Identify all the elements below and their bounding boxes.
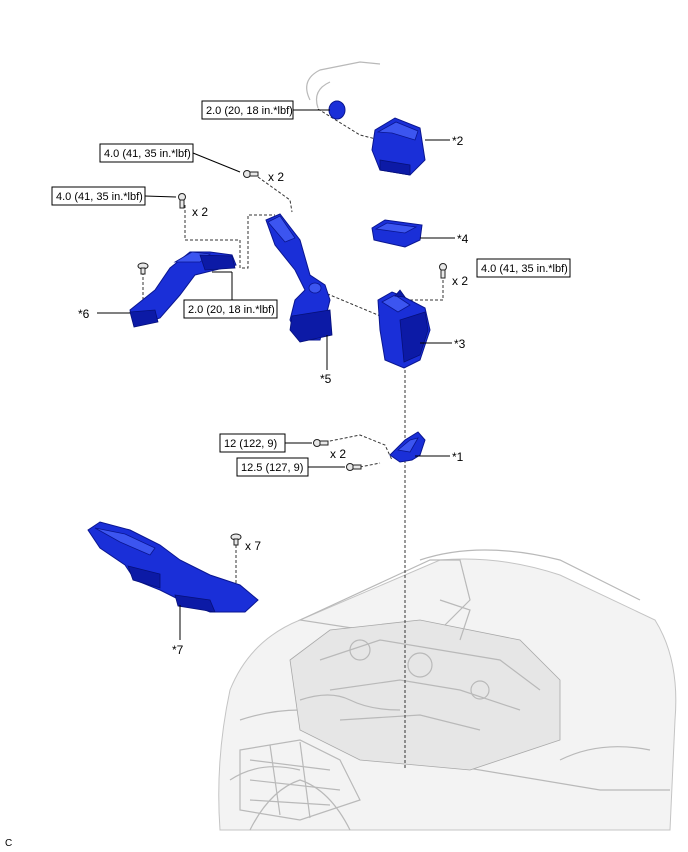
torque-spec-2: 4.0 (41, 35 in.*lbf) — [99, 143, 194, 163]
quantity-label: x 2 — [330, 447, 346, 461]
clip-icon — [137, 262, 149, 275]
filter-element-part-4 — [371, 219, 423, 248]
callout-part-6: *6 — [78, 307, 90, 321]
cover-panel-part-7 — [87, 521, 259, 613]
vehicle-front-ghost — [218, 549, 677, 831]
callout-part-4: *4 — [457, 232, 469, 246]
torque-spec-7: 12.5 (127, 9) — [236, 457, 309, 477]
bracket-part-1 — [389, 431, 426, 463]
callout-part-2: *2 — [452, 134, 464, 148]
bolt-icon — [439, 263, 447, 279]
torque-value: 12 (122, 9) — [224, 438, 277, 450]
inlet-duct-part-5 — [265, 213, 333, 343]
leader-lines — [97, 109, 455, 640]
intake-hose-part-6 — [129, 251, 237, 328]
callout-part-7: *7 — [172, 643, 184, 657]
torque-spec-6: 12 (122, 9) — [219, 433, 286, 453]
callout-part-5: *5 — [320, 372, 332, 386]
torque-value: 12.5 (127, 9) — [241, 462, 303, 474]
torque-value: 4.0 (41, 35 in.*lbf) — [481, 263, 568, 275]
air-intake-part-2 — [306, 61, 426, 176]
quantity-label: x 2 — [192, 205, 208, 219]
torque-spec-4: 2.0 (20, 18 in.*lbf) — [183, 299, 278, 319]
clip-icon — [230, 533, 242, 546]
corner-mark: C — [5, 838, 12, 849]
torque-value: 2.0 (20, 18 in.*lbf) — [206, 105, 293, 117]
quantity-label: x 7 — [245, 539, 261, 553]
quantity-label: x 2 — [452, 274, 468, 288]
callout-part-1: *1 — [452, 450, 464, 464]
torque-value: 2.0 (20, 18 in.*lbf) — [188, 304, 275, 316]
air-cleaner-case-part-3 — [377, 289, 431, 369]
quantity-label: x 2 — [268, 170, 284, 184]
bolt-icon — [346, 463, 362, 471]
bolt-icon — [243, 170, 259, 178]
callout-part-3: *3 — [454, 337, 466, 351]
bolt-icon — [313, 439, 329, 447]
bolt-icon — [178, 193, 186, 209]
torque-value: 4.0 (41, 35 in.*lbf) — [104, 148, 191, 160]
torque-spec-3: 4.0 (41, 35 in.*lbf) — [51, 186, 146, 206]
fasteners — [137, 170, 447, 546]
torque-spec-1: 2.0 (20, 18 in.*lbf) — [201, 100, 294, 120]
torque-spec-5: 4.0 (41, 35 in.*lbf) — [476, 258, 571, 278]
torque-value: 4.0 (41, 35 in.*lbf) — [56, 191, 143, 203]
